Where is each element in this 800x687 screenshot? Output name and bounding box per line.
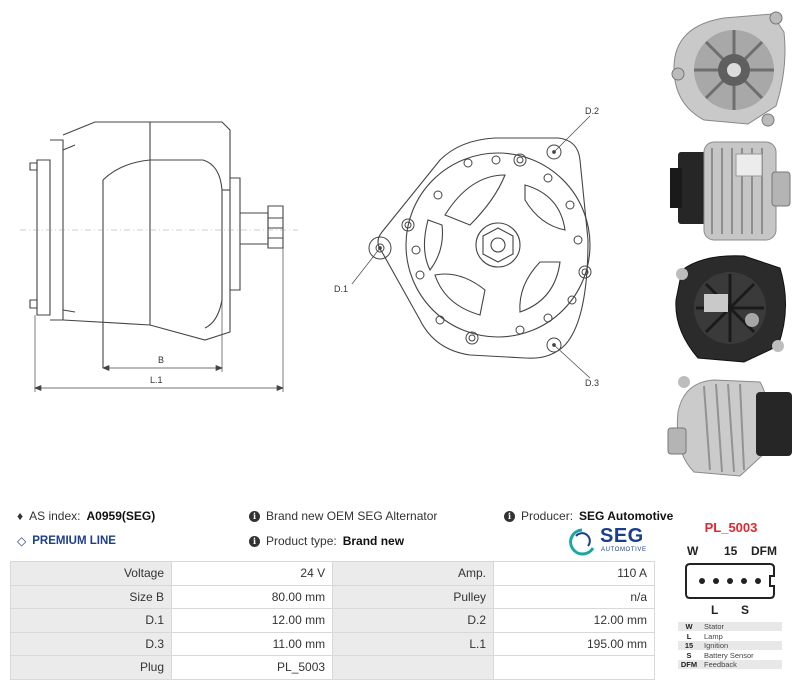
photo-rear-view[interactable] (664, 250, 796, 368)
producer-value: SEG Automotive (579, 509, 674, 523)
photo-angle-view[interactable] (664, 372, 796, 482)
legend-key: S (686, 650, 692, 660)
spec-label: D.3 (10, 631, 172, 656)
spec-label: L.1 (332, 631, 495, 656)
legend-desc: Stator (704, 622, 725, 631)
pin-label-l: L (711, 603, 719, 617)
plug-connector (685, 563, 775, 599)
legend-row: DFM Feedback (678, 660, 782, 670)
spec-label: Voltage (10, 561, 172, 586)
spec-value: PL_5003 (170, 655, 334, 680)
dim-label-l1: L.1 (150, 375, 163, 385)
spec-value: 195.00 mm (493, 631, 655, 656)
spec-label: Size B (10, 584, 172, 609)
product-type-label: Product type: (266, 534, 337, 548)
brand-new-text: Brand new OEM SEG Alternator (266, 509, 438, 523)
spec-label: D.1 (10, 608, 172, 633)
as-index-label: AS index: (29, 509, 81, 523)
premium-line[interactable]: ◇ PREMIUM LINE (17, 534, 116, 548)
legend-key: L (686, 631, 692, 641)
spec-label: Amp. (332, 561, 495, 586)
premium-line-label: PREMIUM LINE (32, 535, 116, 547)
spec-value: 24 V (170, 561, 334, 586)
brand-new-info: i Brand new OEM SEG Alternator (249, 509, 437, 523)
legend-desc: Lamp (704, 631, 723, 641)
photo-front-view[interactable] (664, 6, 796, 130)
spec-value (493, 655, 655, 680)
producer-info: i Producer: SEG Automotive (504, 509, 673, 523)
spec-value: n/a (493, 584, 655, 609)
tag-icon: ♦ (17, 509, 24, 523)
spec-value: 12.00 mm (170, 608, 334, 633)
seg-logo-sub: AUTOMOTIVE (601, 547, 647, 553)
pin-label-s: S (741, 603, 750, 617)
legend-desc: Battery Sensor (704, 650, 754, 660)
seg-logo: SEG AUTOMOTIVE (568, 525, 656, 558)
legend-key: 15 (684, 641, 694, 650)
info-icon: i (504, 510, 515, 522)
legend-row: W Stator (678, 622, 782, 632)
legend-desc: Ignition (704, 641, 729, 650)
legend-row: 15 Ignition (678, 641, 782, 651)
spec-value: 12.00 mm (493, 608, 655, 633)
legend-row: L Lamp (678, 631, 782, 641)
spec-label (332, 655, 495, 680)
plug-title: PL_5003 (704, 520, 758, 535)
dim-label-b: B (158, 355, 164, 365)
spec-label: D.2 (332, 608, 495, 633)
legend-desc: Feedback (704, 660, 737, 669)
spec-value: 80.00 mm (170, 584, 334, 609)
side-view-drawing: B L.1 (20, 121, 298, 392)
info-icon: i (249, 510, 260, 522)
legend-row: S Battery Sensor (678, 650, 782, 660)
photo-side-view[interactable] (664, 134, 796, 246)
legend-key: W (685, 622, 693, 631)
dim-label-d2: D.2 (585, 106, 599, 116)
producer-label: Producer: (521, 509, 574, 523)
as-index-value: A0959(SEG) (86, 509, 156, 523)
spec-value: 110 A (493, 561, 655, 586)
product-type-value: Brand new (342, 534, 405, 548)
front-view-drawing-body: D.2 D.3 D.1 (334, 106, 599, 388)
pin-label-dfm: DFM (751, 544, 777, 558)
spec-label: Pulley (332, 584, 495, 609)
diamond-icon: ◇ (17, 534, 27, 548)
product-type-info: i Product type: Brand new (249, 534, 404, 548)
spec-label: Plug (10, 655, 172, 680)
pin-label-w: W (687, 544, 699, 558)
seg-logo-text: SEG (600, 525, 644, 547)
as-index: ♦ AS index: A0959(SEG) (17, 509, 155, 523)
dim-label-d3: D.3 (585, 378, 599, 388)
info-icon: i (249, 535, 260, 547)
dim-label-d1: D.1 (334, 284, 348, 294)
pin-label-15: 15 (724, 544, 738, 558)
spec-value: 11.00 mm (170, 631, 334, 656)
legend-key: DFM (680, 660, 698, 669)
